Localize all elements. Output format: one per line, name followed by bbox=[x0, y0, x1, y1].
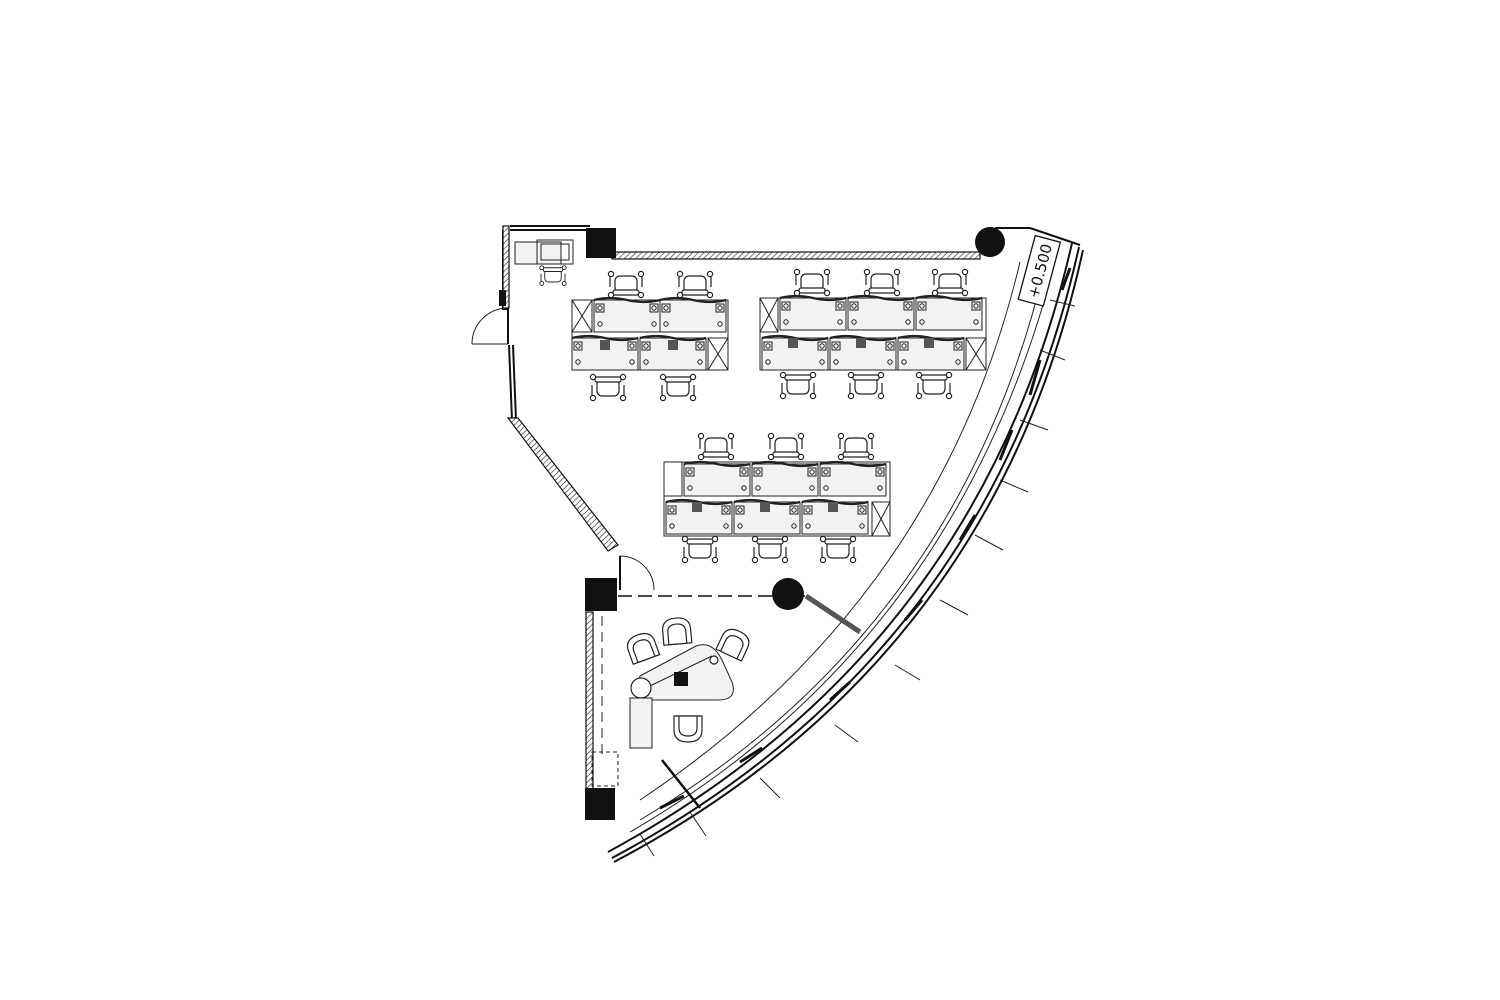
column-bottom-left bbox=[585, 788, 615, 820]
top-wall bbox=[611, 251, 981, 260]
credenza bbox=[629, 697, 653, 749]
elevation-marker: +0.500 bbox=[1017, 234, 1062, 307]
workstation-cluster-2 bbox=[759, 268, 987, 400]
meeting-room-door-swing bbox=[619, 555, 655, 591]
curtain-wall bbox=[607, 242, 1084, 863]
workstation-cluster-3 bbox=[663, 432, 891, 564]
building-walls bbox=[502, 225, 1084, 863]
column-top-left bbox=[586, 228, 616, 258]
column-top-right bbox=[975, 227, 1005, 257]
structural-columns bbox=[499, 227, 1005, 820]
workstation-cluster-1 bbox=[570, 270, 729, 402]
diagonal-wall bbox=[506, 417, 619, 552]
reception-desk bbox=[514, 239, 574, 286]
column-mid-left bbox=[585, 578, 617, 611]
entry-door-swing bbox=[471, 307, 509, 345]
doors bbox=[471, 307, 655, 591]
meeting-room bbox=[591, 616, 754, 787]
column-mid-center bbox=[772, 578, 804, 610]
